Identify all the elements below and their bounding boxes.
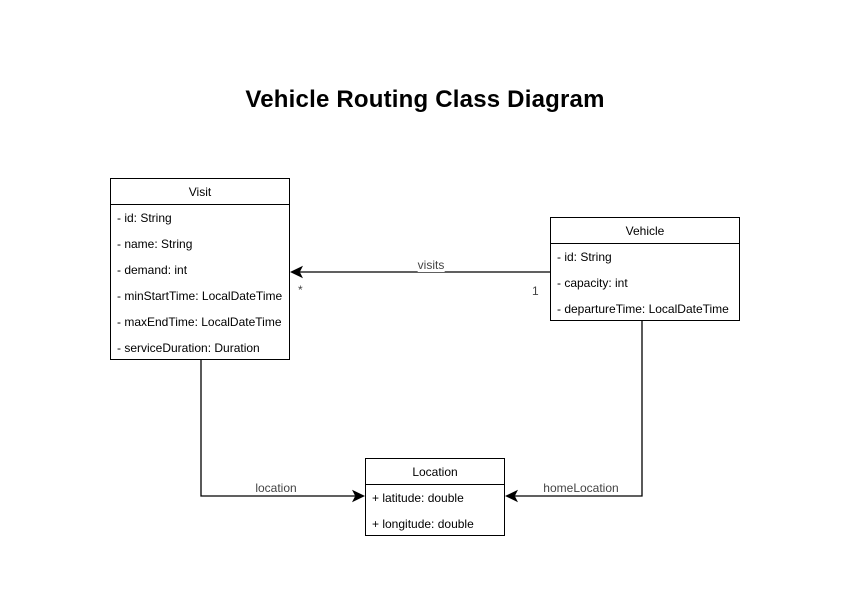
class-vehicle-attribute: - capacity: int	[557, 276, 628, 290]
edge-home-location-line[interactable]	[515, 320, 643, 497]
class-visit-attribute: - name: String	[117, 237, 193, 251]
edge-location-label: location	[255, 481, 297, 495]
class-vehicle[interactable]: Vehicle - id: String - capacity: int - d…	[550, 217, 740, 321]
class-location-attribute: + longitude: double	[372, 517, 474, 531]
class-vehicle-title: Vehicle	[551, 218, 739, 244]
class-vehicle-attribute: - departureTime: LocalDateTime	[557, 302, 729, 316]
edge-visits[interactable]	[290, 265, 550, 279]
class-visit-attribute: - id: String	[117, 211, 172, 225]
class-visit-attribute: - demand: int	[117, 263, 188, 277]
class-visit-title: Visit	[111, 179, 289, 205]
edge-location[interactable]	[200, 360, 365, 503]
edge-visits-label: visits	[417, 258, 445, 272]
class-location[interactable]: Location + latitude: double + longitude:…	[365, 458, 505, 536]
class-location-attribute: + latitude: double	[372, 491, 464, 505]
edge-home-location-label: homeLocation	[543, 481, 619, 495]
class-location-title: Location	[366, 459, 504, 485]
edge-visits-multiplicity-target: *	[298, 283, 303, 297]
edge-location-arrowhead	[352, 489, 365, 503]
diagram-title: Vehicle Routing Class Diagram	[245, 86, 605, 113]
class-visit[interactable]: Visit - id: String - name: String - dema…	[110, 178, 290, 360]
class-visit-attribute: - minStartTime: LocalDateTime	[117, 289, 283, 303]
class-vehicle-attribute: - id: String	[557, 250, 612, 264]
class-visit-attribute: - serviceDuration: Duration	[117, 341, 260, 355]
edge-location-line[interactable]	[200, 360, 355, 497]
edge-visits-multiplicity-source: 1	[532, 284, 539, 298]
edge-home-location[interactable]	[505, 320, 643, 503]
edge-home-location-arrowhead	[505, 489, 518, 503]
class-visit-attribute: - maxEndTime: LocalDateTime	[117, 315, 282, 329]
edge-visits-arrowhead	[290, 265, 303, 279]
